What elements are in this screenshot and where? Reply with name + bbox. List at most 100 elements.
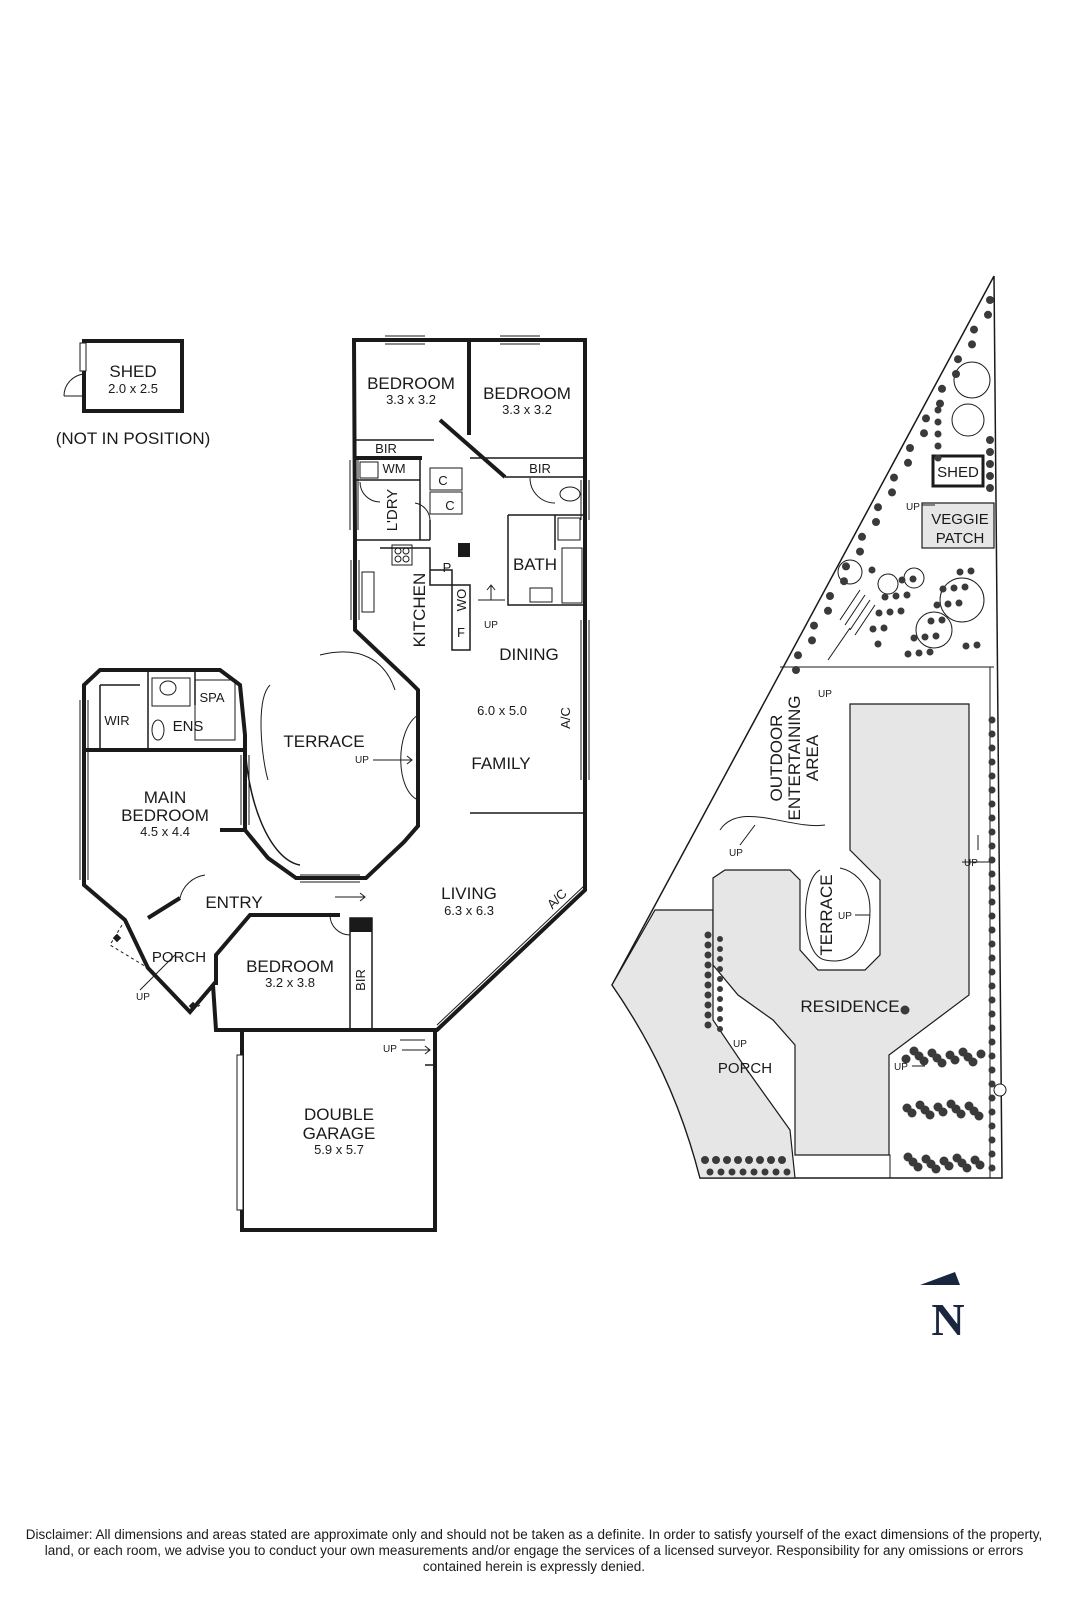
shrub-dot bbox=[880, 624, 888, 632]
shrub-dot bbox=[704, 1011, 712, 1019]
shrub-dot bbox=[856, 547, 864, 556]
shrub-dot bbox=[902, 1103, 912, 1113]
wm-label: WM bbox=[382, 461, 405, 476]
bedroom-nw-dim: 3.3 x 3.2 bbox=[386, 392, 436, 407]
shrub-dot bbox=[986, 296, 994, 304]
shrub-dot bbox=[988, 1052, 996, 1060]
kitchen-label: KITCHEN bbox=[410, 573, 429, 648]
up-marker-dining: UP bbox=[484, 620, 498, 631]
shrub-dot bbox=[717, 936, 723, 942]
garage-dim: 5.9 x 5.7 bbox=[314, 1142, 364, 1157]
shrub-dot bbox=[745, 1156, 753, 1164]
up-marker-terrace: UP bbox=[355, 755, 369, 766]
shrub-dot bbox=[704, 1021, 712, 1029]
shrub-dot bbox=[868, 566, 876, 574]
shrub-dot bbox=[704, 981, 712, 989]
shrub-dot bbox=[988, 1038, 996, 1046]
shrub-dot bbox=[988, 1094, 996, 1102]
shrub-dot bbox=[783, 1168, 791, 1176]
shrub-dot bbox=[717, 1006, 723, 1012]
shrub-dot bbox=[988, 940, 996, 948]
shrub-dot bbox=[756, 1156, 764, 1164]
shrub-dot bbox=[988, 912, 996, 920]
site-up-porch: UP bbox=[733, 1039, 747, 1050]
shrub-dot bbox=[810, 621, 818, 630]
shrub-dot bbox=[717, 976, 723, 982]
shrub-dot bbox=[909, 1046, 919, 1056]
shrub-dot bbox=[704, 951, 712, 959]
shrub-dot bbox=[988, 1136, 996, 1144]
up-marker-porch: UP bbox=[136, 992, 150, 1003]
bir-1-label: BIR bbox=[375, 441, 397, 456]
bir-2-label: BIR bbox=[529, 461, 551, 476]
shrub-dot bbox=[988, 1108, 996, 1116]
north-arrow-label: N bbox=[931, 1294, 964, 1345]
shrub-dot bbox=[962, 642, 970, 650]
shrub-dot bbox=[874, 503, 882, 512]
shrub-dot bbox=[904, 650, 912, 658]
shrub-dot bbox=[934, 418, 942, 426]
terrace-label: TERRACE bbox=[283, 732, 364, 751]
shrub-dot bbox=[717, 956, 723, 962]
shrub-dot bbox=[955, 599, 963, 607]
main-bedroom-dim: 4.5 x 4.4 bbox=[140, 824, 190, 839]
shrub-dot bbox=[946, 1099, 956, 1109]
cupboard-2-label: C bbox=[445, 498, 454, 513]
shrub-dot bbox=[988, 1122, 996, 1130]
bedroom-s-label: BEDROOM bbox=[246, 957, 334, 976]
bedroom-ne-label: BEDROOM bbox=[483, 384, 571, 403]
shrub-dot bbox=[988, 842, 996, 850]
shed-note: (NOT IN POSITION) bbox=[56, 429, 211, 448]
shrub-dot bbox=[933, 601, 941, 609]
shrub-dot bbox=[988, 926, 996, 934]
shrub-dot bbox=[986, 484, 994, 492]
site-porch-label: PORCH bbox=[718, 1060, 772, 1077]
bedroom-s-dim: 3.2 x 3.8 bbox=[265, 975, 315, 990]
shed-dim: 2.0 x 2.5 bbox=[108, 381, 158, 396]
shrub-dot bbox=[921, 1154, 931, 1164]
site-up-terrace: UP bbox=[838, 911, 852, 922]
shrub-dot bbox=[986, 448, 994, 456]
shed-label: SHED bbox=[109, 362, 156, 381]
shrub-dot bbox=[950, 584, 958, 592]
wir-label: WIR bbox=[104, 713, 129, 728]
site-residence-label: RESIDENCE bbox=[800, 997, 899, 1016]
shrub-dot bbox=[927, 1048, 937, 1058]
shrub-dot bbox=[840, 577, 848, 586]
shrub-dot bbox=[988, 1080, 996, 1088]
shrub-dot bbox=[988, 1066, 996, 1074]
site-up-south: UP bbox=[894, 1062, 908, 1073]
living-dim: 6.3 x 6.3 bbox=[444, 903, 494, 918]
shrub-dot bbox=[934, 454, 942, 462]
shrub-dot bbox=[704, 991, 712, 999]
shrub-dot bbox=[728, 1168, 736, 1176]
shrub-dot bbox=[938, 616, 946, 624]
shrub-dot bbox=[792, 666, 800, 674]
main-bedroom-line2: BEDROOM bbox=[121, 806, 209, 825]
shrub-dot bbox=[968, 340, 976, 349]
shrub-dot bbox=[988, 1164, 996, 1172]
shrub-dot bbox=[964, 1101, 974, 1111]
shrub-dot bbox=[973, 641, 981, 649]
shrub-dot bbox=[988, 828, 996, 836]
shrub-dot bbox=[933, 1102, 943, 1112]
bir-3-label: BIR bbox=[353, 969, 368, 991]
shrub-dot bbox=[986, 472, 994, 480]
shrub-dot bbox=[939, 585, 947, 593]
shrub-dot bbox=[704, 941, 712, 949]
shrub-dot bbox=[986, 460, 994, 468]
shrub-dot bbox=[875, 609, 883, 617]
site-shed-label: SHED bbox=[937, 464, 979, 481]
shrub-dot bbox=[750, 1168, 758, 1176]
dining-label: DINING bbox=[499, 645, 559, 664]
shrub-dot bbox=[939, 1156, 949, 1166]
shrub-dot bbox=[706, 1168, 714, 1176]
shrub-dot bbox=[900, 1005, 910, 1015]
shrub-dot bbox=[988, 772, 996, 780]
shrub-dot bbox=[952, 1153, 962, 1163]
shrub-dot bbox=[739, 1168, 747, 1176]
shrub-dot bbox=[988, 898, 996, 906]
wall-oven-label: WO bbox=[454, 589, 469, 611]
shrub-dot bbox=[915, 649, 923, 657]
shrub-dot bbox=[826, 592, 834, 600]
